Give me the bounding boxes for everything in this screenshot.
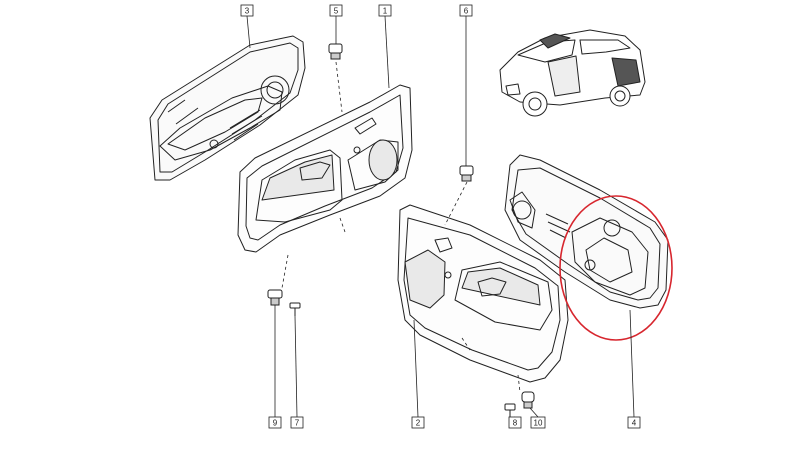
assembly-lines: [281, 61, 521, 393]
car-location-illustration: [499, 29, 646, 117]
part-7-screw[interactable]: [289, 302, 301, 316]
callout-6: 6: [459, 4, 473, 17]
part-3-rear-panel-back[interactable]: [149, 35, 306, 181]
callout-5: 5: [329, 4, 343, 17]
part-5-clip[interactable]: [328, 43, 343, 60]
callout-5-label: 5: [334, 7, 339, 16]
part-6-clip[interactable]: [459, 165, 474, 182]
part-4-highlight-circle: [559, 195, 673, 341]
part-8-screw[interactable]: [504, 403, 516, 418]
callout-9-label: 9: [273, 419, 278, 428]
callout-leaders: [246, 15, 635, 419]
callout-9: 9: [268, 416, 282, 429]
part-1-rear-door-trim[interactable]: [237, 84, 413, 253]
callout-3-label: 3: [245, 7, 250, 16]
callout-3: 3: [240, 4, 254, 17]
callout-8-label: 8: [513, 419, 518, 428]
callout-2: 2: [411, 416, 425, 429]
callout-1-label: 1: [383, 7, 388, 16]
callout-8: 8: [508, 416, 522, 429]
callout-10-label: 10: [534, 419, 543, 428]
part-4-front-panel-back[interactable]: [504, 154, 669, 309]
part-2-front-door-trim[interactable]: [397, 204, 569, 383]
part-10-clip[interactable]: [521, 391, 535, 409]
callout-10: 10: [530, 416, 546, 429]
callout-2-label: 2: [416, 419, 421, 428]
callout-6-label: 6: [464, 7, 469, 16]
part-9-clip[interactable]: [267, 289, 283, 306]
callout-1: 1: [378, 4, 392, 17]
callout-4-label: 4: [632, 419, 637, 428]
callout-7: 7: [290, 416, 304, 429]
callout-7-label: 7: [295, 419, 300, 428]
callout-4: 4: [627, 416, 641, 429]
